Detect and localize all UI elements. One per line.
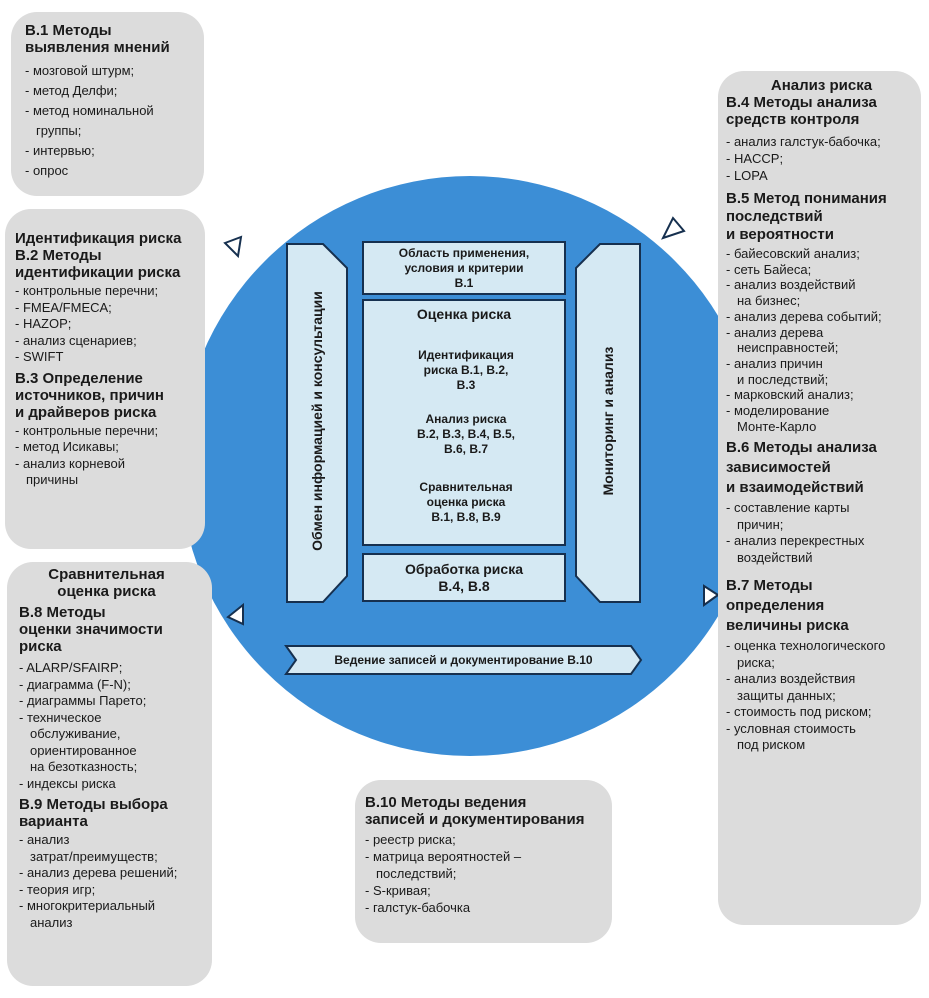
list-item: HAZOP; bbox=[15, 316, 199, 333]
treatment-panel: Обработка риска В.4, В.8 bbox=[362, 553, 566, 602]
b10-list: реестр риска; матрица вероятностей – пос… bbox=[365, 831, 606, 916]
b2-list: контрольные перечни; FMEA/FMECA; HAZOP; … bbox=[15, 283, 199, 366]
list-item: контрольные перечни; bbox=[15, 283, 199, 300]
list-item: интервью; bbox=[25, 141, 194, 161]
monitoring-label: Мониторинг и анализ bbox=[600, 346, 616, 496]
list-item: SWIFT bbox=[15, 349, 199, 366]
records-methods-box: В.10 Методы ведения записей и документир… bbox=[355, 780, 612, 943]
communication-label: Обмен информацией и консультации bbox=[309, 291, 325, 551]
list-item: стоимость под риском; bbox=[726, 704, 917, 721]
b8-list: ALARP/SFAIRP; диаграмма (F-N); диаграммы… bbox=[19, 660, 206, 792]
monitoring-arrow bbox=[575, 243, 641, 603]
analysis-text: Анализ риска В.2, В.3, В.4, В.5, В.6, В.… bbox=[416, 412, 516, 456]
list-item: анализ корневой причины bbox=[15, 456, 199, 489]
b9-list: анализ затрат/преимуществ; анализ дерева… bbox=[19, 832, 206, 931]
list-item: HACCP; bbox=[726, 150, 917, 167]
list-item: матрица вероятностей – последствий; bbox=[365, 848, 606, 882]
list-item: анализ дерева решений; bbox=[19, 865, 206, 882]
b7-list: оценка технологического риска; анализ во… bbox=[726, 638, 917, 754]
list-item: мозговой штурм; bbox=[25, 61, 194, 81]
identification-text: Идентификация риска В.1, В.2, В.3 bbox=[418, 348, 514, 392]
list-item: оценка технологического риска; bbox=[726, 638, 917, 671]
list-item: метод номинальной группы; bbox=[25, 101, 194, 141]
b9-title: В.9 Методы выбора варианта bbox=[19, 796, 168, 830]
list-item: техническое обслуживание, ориентированно… bbox=[19, 710, 206, 776]
b6-title: В.6 Методы анализа зависимостей и взаимо… bbox=[726, 439, 877, 497]
list-item: анализ воздействий на бизнес; bbox=[726, 277, 917, 308]
b8-title: В.8 Методы оценки значимости риска bbox=[19, 604, 163, 655]
b4-list: анализ галстук-бабочка; HACCP; LOPA bbox=[726, 133, 917, 184]
records-arrow bbox=[284, 645, 643, 675]
b5-list: байесовский анализ; сеть Байеса; анализ … bbox=[726, 246, 917, 434]
list-item: анализ дерева событий; bbox=[726, 309, 917, 325]
b3-list: контрольные перечни; метод Исикавы; анал… bbox=[15, 423, 199, 489]
b7-title: В.7 Методы определения величины риска bbox=[726, 577, 849, 635]
list-item: контрольные перечни; bbox=[15, 423, 199, 440]
analysis-methods-box: Анализ риска В.4 Методы анализа средств … bbox=[718, 71, 921, 925]
evaluation-text: Сравнительная оценка риска В.1, В.8, В.9 bbox=[419, 480, 513, 524]
list-item: анализ воздействия защиты данных; bbox=[726, 671, 917, 704]
connector-triangle-left-top bbox=[223, 235, 243, 259]
b4-title: В.4 Методы анализа средств контроля bbox=[726, 94, 877, 128]
list-item: анализ галстук-бабочка; bbox=[726, 133, 917, 150]
assessment-title: Оценка риска bbox=[416, 306, 512, 322]
list-item: LOPA bbox=[726, 167, 917, 184]
list-item: метод Исикавы; bbox=[15, 439, 199, 456]
scope-panel: Область применения, условия и критерии В… bbox=[362, 241, 566, 295]
connector-triangle-right-bottom bbox=[703, 584, 720, 607]
opinion-methods-box: В.1 Методы выявления мнений мозговой шту… bbox=[11, 12, 204, 196]
list-item: реестр риска; bbox=[365, 831, 606, 848]
list-item: анализ затрат/преимуществ; bbox=[19, 832, 206, 865]
evaluation-methods-box: Сравнительная оценка риска В.8 Методы оц… bbox=[7, 562, 212, 986]
records-text: Ведение записей и документирование В.10 bbox=[334, 653, 593, 667]
list-item: индексы риска bbox=[19, 776, 206, 793]
b2-section: Идентификация риска bbox=[15, 230, 182, 247]
b2-title: В.2 Методы идентификации риска bbox=[15, 247, 181, 281]
list-item: S-кривая; bbox=[365, 882, 606, 899]
list-item: моделирование Монте-Карло bbox=[726, 403, 917, 434]
b8-section: Сравнительная оценка риска bbox=[48, 566, 165, 600]
list-item: анализ перекрестных воздействий bbox=[726, 533, 917, 566]
list-item: FMEA/FMECA; bbox=[15, 300, 199, 317]
list-item: диаграмма (F-N); bbox=[19, 677, 206, 694]
list-item: условная стоимость под риском bbox=[726, 721, 917, 754]
connector-triangle-right-top bbox=[661, 216, 686, 240]
list-item: ALARP/SFAIRP; bbox=[19, 660, 206, 677]
list-item: анализ дерева неисправностей; bbox=[726, 325, 917, 356]
list-item: теория игр; bbox=[19, 882, 206, 899]
b1-list: мозговой штурм; метод Делфи; метод номин… bbox=[25, 61, 194, 181]
assessment-panel: Оценка риска bbox=[362, 299, 566, 546]
list-item: галстук-бабочка bbox=[365, 899, 606, 916]
b10-title: В.10 Методы ведения записей и документир… bbox=[365, 794, 585, 828]
list-item: анализ причин и последствий; bbox=[726, 356, 917, 387]
list-item: диаграммы Парето; bbox=[19, 693, 206, 710]
list-item: марковский анализ; bbox=[726, 387, 917, 403]
list-item: байесовский анализ; bbox=[726, 246, 917, 262]
list-item: многокритериальный анализ bbox=[19, 898, 206, 931]
b3-title: В.3 Определение источников, причин и дра… bbox=[15, 369, 164, 421]
b6-list: составление карты причин; анализ перекре… bbox=[726, 500, 917, 566]
identification-methods-box: Идентификация риска В.2 Методы идентифик… bbox=[5, 209, 205, 549]
list-item: составление карты причин; bbox=[726, 500, 917, 533]
list-item: опрос bbox=[25, 161, 194, 181]
list-item: метод Делфи; bbox=[25, 81, 194, 101]
treatment-text: Обработка риска В.4, В.8 bbox=[404, 561, 523, 594]
connector-triangle-left-bottom bbox=[226, 602, 244, 626]
list-item: анализ сценариев; bbox=[15, 333, 199, 350]
b1-title: В.1 Методы выявления мнений bbox=[25, 22, 170, 56]
analysis-section: Анализ риска bbox=[770, 77, 873, 94]
communication-arrow bbox=[286, 243, 348, 603]
b5-title: В.5 Метод понимания последствий и вероят… bbox=[726, 190, 887, 243]
list-item: сеть Байеса; bbox=[726, 262, 917, 278]
scope-text: Область применения, условия и критерии В… bbox=[398, 246, 530, 290]
